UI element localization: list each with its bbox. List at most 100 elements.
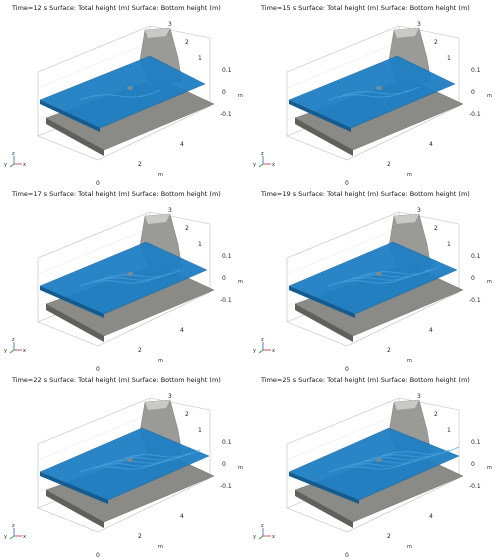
panel-title: Time=12 s Surface: Total height (m) Surf… — [12, 4, 221, 12]
svg-text:z: z — [12, 151, 15, 157]
svg-text:y: y — [253, 348, 256, 354]
x-tick-label: 2 — [387, 347, 391, 354]
x-tick-label: 4 — [180, 327, 184, 334]
z-tick-label: 0.1 — [222, 253, 232, 260]
axis-unit-label: m — [238, 279, 243, 285]
y-tick-label: 2 — [185, 225, 189, 232]
z-tick-label: 0.1 — [471, 439, 481, 446]
z-tick-label: -0.1 — [220, 483, 232, 490]
svg-text:x: x — [272, 534, 275, 540]
z-tick-label: -0.1 — [469, 111, 481, 118]
panel-title: Time=19 s Surface: Total height (m) Surf… — [261, 190, 470, 198]
wave-ripples — [328, 266, 440, 287]
x-tick-label: 2 — [138, 347, 142, 354]
surface-label: Surface: Total height (m) — [49, 376, 130, 384]
result-panel: Time=17 s Surface: Total height (m) Surf… — [0, 186, 248, 372]
axis-unit-label: m — [407, 172, 412, 178]
axis-triad-icon: x yz — [253, 523, 275, 540]
wave-ripples — [79, 269, 181, 287]
z-tick-label: 0 — [471, 275, 475, 282]
y-tick-label: 1 — [447, 427, 451, 434]
axis-unit-label: m — [158, 172, 163, 178]
z-tick-label: 0 — [222, 275, 226, 282]
x-tick-label: 0 — [345, 180, 349, 186]
svg-text:x: x — [23, 534, 26, 540]
wave-ripples — [79, 89, 161, 101]
z-tick-label: 0 — [222, 89, 226, 96]
z-tick-label: 0 — [471, 89, 475, 96]
svg-text:y: y — [4, 348, 7, 354]
result-panel: Time=22 s Surface: Total height (m) Surf… — [0, 372, 248, 558]
time-label: Time=15 s — [261, 4, 297, 12]
y-tick-label: 2 — [434, 225, 438, 232]
svg-text:y: y — [4, 534, 7, 540]
y-tick-label: 1 — [447, 55, 451, 62]
y-tick-label: 1 — [447, 241, 451, 248]
time-label: Time=12 s — [12, 4, 48, 12]
time-label: Time=22 s — [12, 376, 48, 384]
panel-title: Time=25 s Surface: Total height (m) Surf… — [261, 376, 470, 384]
z-tick-label: -0.1 — [469, 483, 481, 490]
z-tick-label: -0.1 — [469, 297, 481, 304]
x-tick-label: 0 — [96, 552, 100, 558]
panel-title: Time=15 s Surface: Total height (m) Surf… — [261, 4, 470, 12]
surface-label: Surface: Total height (m) — [49, 190, 130, 198]
axis-unit-label: m — [158, 358, 163, 364]
z-tick-label: -0.1 — [220, 297, 232, 304]
x-tick-label: 2 — [387, 533, 391, 540]
y-tick-label: 1 — [198, 55, 202, 62]
panel-title: Time=22 s Surface: Total height (m) Surf… — [12, 376, 221, 384]
y-tick-label: 1 — [198, 241, 202, 248]
axis-triad-icon: xyz — [253, 337, 275, 354]
result-panel: Time=12 s Surface: Total height (m) Surf… — [0, 0, 248, 186]
y-tick-label: 2 — [185, 39, 189, 46]
wave-ripples — [79, 449, 201, 473]
svg-text:z: z — [261, 151, 264, 157]
axis-unit-label: m — [407, 544, 412, 550]
axis-triad-icon: x yz — [4, 151, 26, 168]
svg-text:y: y — [4, 162, 7, 168]
result-panel: Time=15 s Surface: Total height (m) Surf… — [249, 0, 497, 186]
x-tick-label: 0 — [345, 552, 349, 558]
x-tick-label: 0 — [96, 366, 100, 372]
axis-unit-label: m — [487, 279, 492, 285]
y-tick-label: 3 — [417, 393, 421, 400]
y-tick-label: 3 — [168, 393, 172, 400]
x-tick-label: 2 — [138, 161, 142, 168]
svg-text:x: x — [272, 162, 275, 168]
svg-text:x: x — [23, 162, 26, 168]
time-label: Time=17 s — [12, 190, 48, 198]
svg-text:x: x — [23, 348, 26, 354]
surface-label: Surface: Bottom height (m) — [380, 376, 470, 384]
y-tick-label: 2 — [185, 411, 189, 418]
wave-ripples — [328, 86, 420, 101]
y-tick-label: 3 — [168, 21, 172, 28]
svg-text:y: y — [253, 534, 256, 540]
x-tick-label: 4 — [180, 141, 184, 148]
svg-text:z: z — [261, 523, 264, 529]
x-tick-label: 0 — [96, 180, 100, 186]
axis-unit-label: m — [158, 544, 163, 550]
panel-title: Time=17 s Surface: Total height (m) Surf… — [12, 190, 221, 198]
wave-ripples — [328, 446, 460, 473]
z-tick-label: 0 — [222, 461, 226, 468]
surface-label: Surface: Bottom height (m) — [380, 4, 470, 12]
z-tick-label: -0.1 — [220, 111, 232, 118]
x-tick-label: 4 — [429, 513, 433, 520]
y-tick-label: 2 — [434, 39, 438, 46]
time-label: Time=19 s — [261, 190, 297, 198]
y-tick-label: 1 — [198, 427, 202, 434]
axis-unit-label: m — [487, 465, 492, 471]
svg-text:z: z — [12, 523, 15, 529]
svg-text:x: x — [272, 348, 275, 354]
surface-label: Surface: Total height (m) — [298, 190, 379, 198]
axis-triad-icon: xyz — [4, 337, 26, 354]
x-tick-label: 4 — [180, 513, 184, 520]
y-tick-label: 3 — [417, 207, 421, 214]
x-tick-label: 2 — [387, 161, 391, 168]
z-tick-label: 0.1 — [471, 67, 481, 74]
